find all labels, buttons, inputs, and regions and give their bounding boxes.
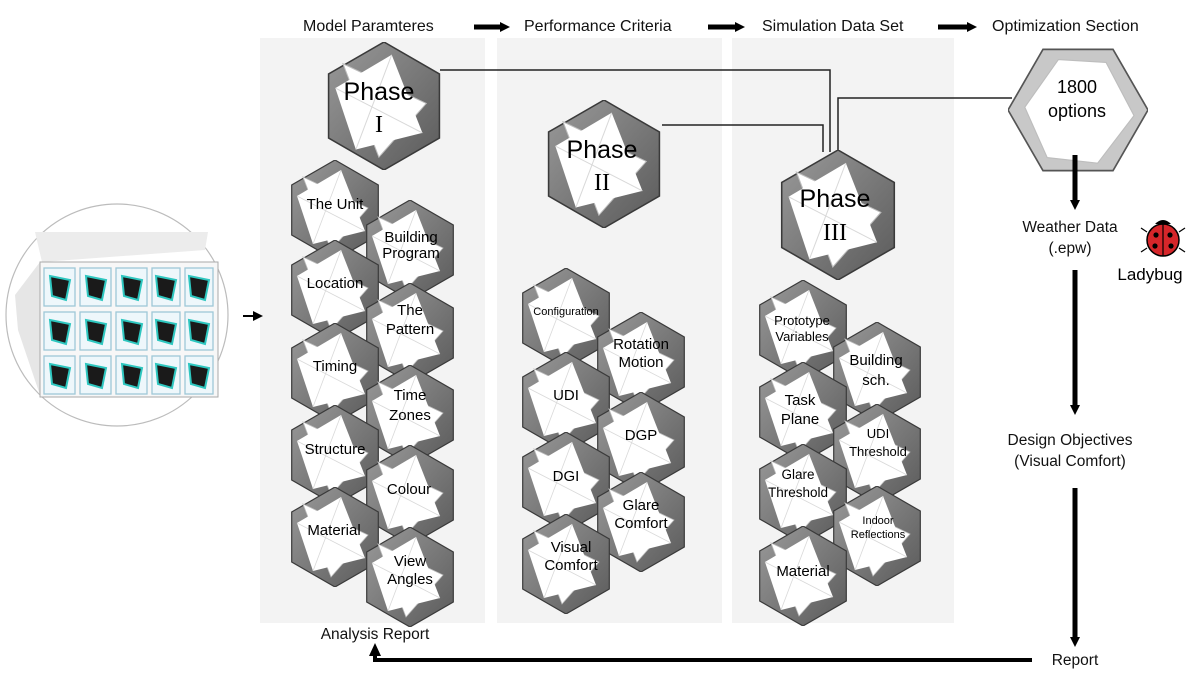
sim-glare-threshold-1: Glare — [781, 467, 814, 482]
param-building-program-1: Building — [384, 229, 437, 246]
param-view-angles-2: Angles — [387, 571, 433, 588]
param-building-program-2: Program — [382, 245, 440, 262]
sim-prototype-variables-2: Variables — [775, 329, 829, 344]
criteria-configuration: Configuration — [533, 306, 598, 318]
param-timing: Timing — [313, 358, 357, 375]
flow-arrowhead-analysis — [369, 643, 381, 656]
param-material: Material — [307, 522, 360, 539]
criteria-dgp: DGP — [625, 427, 658, 444]
weather-data-label-2: (.epw) — [1048, 240, 1091, 257]
header-model-parameters: Model Paramteres — [303, 18, 434, 35]
phase3-numeral: III — [823, 220, 847, 246]
param-time-zones-1: Time — [394, 387, 427, 404]
param-time-zones-2: Zones — [389, 407, 431, 424]
criteria-visual-comfort-2: Comfort — [544, 557, 598, 574]
phase3-title: Phase — [800, 185, 871, 213]
sim-indoor-reflections-2: Reflections — [851, 529, 906, 541]
phase2-title: Phase — [567, 136, 638, 164]
phase1-numeral: I — [375, 112, 383, 138]
report-label: Report — [1052, 652, 1099, 669]
options-label: options — [1048, 101, 1106, 121]
criteria-glare-comfort-2: Comfort — [614, 515, 668, 532]
criteria-rotation-motion-1: Rotation — [613, 336, 669, 353]
param-colour: Colour — [387, 481, 431, 498]
param-view-angles-1: View — [394, 553, 426, 570]
header-simulation-data-set: Simulation Data Set — [762, 18, 904, 35]
phase-connectors — [440, 69, 1012, 152]
header-optimization-section: Optimization Section — [992, 18, 1139, 35]
sim-task-plane-2: Plane — [781, 411, 819, 428]
flow-arrow-report-to-analysis — [373, 655, 1032, 662]
criteria-dgi: DGI — [553, 468, 580, 485]
sim-prototype-variables-1: Prototype — [774, 313, 830, 328]
facade-prototype-image — [5, 203, 229, 427]
param-pattern-2: Pattern — [386, 321, 434, 338]
sim-material: Material — [776, 563, 829, 580]
header-performance-criteria: Performance Criteria — [524, 18, 672, 35]
sim-building-sch-2: sch. — [862, 372, 890, 389]
sim-building-sch-1: Building — [849, 352, 902, 369]
ladybug-label: Ladybug — [1117, 265, 1182, 284]
param-location: Location — [307, 275, 364, 292]
sim-indoor-reflections-1: Indoor — [862, 515, 894, 527]
phase1-title: Phase — [344, 78, 415, 106]
design-objectives-label-1: Design Objectives — [1008, 432, 1133, 449]
criteria-rotation-motion-2: Motion — [618, 354, 663, 371]
sim-udi-threshold-1: UDI — [867, 426, 889, 441]
weather-data-label-1: Weather Data — [1022, 219, 1118, 236]
options-count: 1800 — [1057, 77, 1097, 97]
ladybug-icon — [1140, 220, 1186, 257]
design-objectives-label-2: (Visual Comfort) — [1014, 453, 1126, 470]
criteria-udi: UDI — [553, 387, 579, 404]
criteria-visual-comfort-1: Visual — [551, 539, 592, 556]
sim-udi-threshold-2: Threshold — [849, 444, 907, 459]
sim-task-plane-1: Task — [785, 392, 816, 409]
sim-glare-threshold-2: Threshold — [768, 485, 828, 500]
param-unit: The Unit — [307, 196, 365, 213]
phase2-numeral: II — [594, 170, 610, 196]
analysis-report-label: Analysis Report — [321, 626, 430, 643]
param-pattern-1: The — [397, 302, 423, 319]
param-structure: Structure — [305, 441, 366, 458]
criteria-glare-comfort-1: Glare — [623, 497, 660, 514]
